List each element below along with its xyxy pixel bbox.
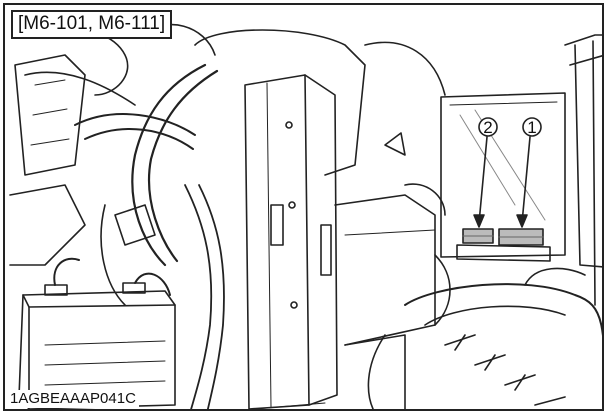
hoses [24, 63, 451, 409]
tire [367, 267, 602, 409]
callout-number-2: 2 [483, 118, 492, 137]
callout-circle-1 [522, 117, 542, 137]
relay-blocks [456, 228, 551, 262]
radiator-panel [244, 74, 338, 409]
battery [18, 257, 176, 409]
model-label: [M6-101, M6-111] [11, 10, 173, 39]
left-components [9, 23, 216, 266]
figure-code: 1AGBEAAAP041C [7, 390, 139, 408]
lower-frame [114, 204, 406, 409]
illustration-frame: 2 1 [3, 3, 604, 411]
callout-number-1: 1 [527, 118, 536, 137]
engine-compartment-line-drawing: 2 1 [9, 23, 602, 409]
callout-circle-2 [478, 117, 498, 137]
cab-window [440, 34, 602, 306]
callout-arrows [473, 117, 542, 228]
engine-housing [194, 29, 446, 346]
